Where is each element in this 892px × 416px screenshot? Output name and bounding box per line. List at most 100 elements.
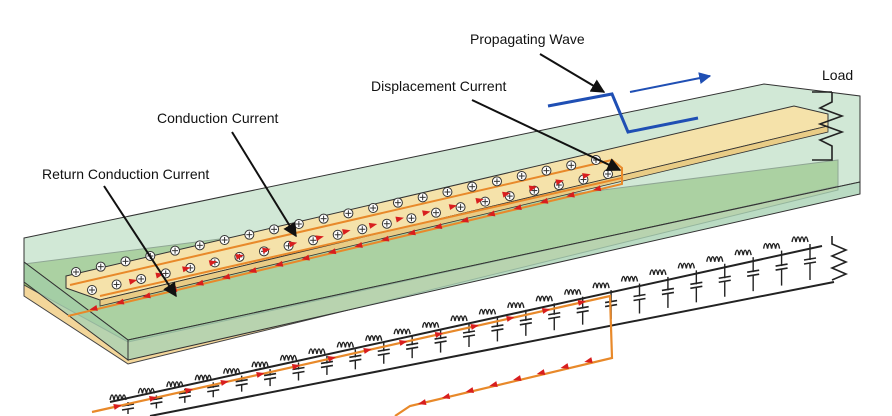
- circuit-current-arrow-icon: [577, 299, 587, 306]
- capacitor-icon: [548, 311, 561, 316]
- inductor-icon: [222, 367, 241, 374]
- inductor-icon: [677, 262, 696, 269]
- inductor-icon: [251, 361, 269, 368]
- ladder-cell: [450, 315, 476, 347]
- ladder-cell: [762, 242, 788, 286]
- label-load: Load: [822, 67, 853, 83]
- positive-charge-icon: [480, 196, 491, 207]
- capacitor-icon: [406, 342, 419, 346]
- dielectric-right-face: [127, 181, 861, 361]
- ladder-cell: [677, 262, 703, 303]
- current-arrow-icon: [582, 173, 591, 179]
- positive-charge-icon: [269, 224, 280, 235]
- inductor-icon: [421, 321, 440, 328]
- ladder-cells: [109, 236, 817, 414]
- positive-charge-icon: [293, 219, 304, 229]
- current-arrow-icon: [262, 247, 271, 254]
- ladder-cell: [308, 348, 334, 375]
- ladder-cell: [706, 256, 731, 297]
- current-arrow-icon: [502, 191, 511, 198]
- inductor-icon: [336, 341, 355, 348]
- label-propagating-wave: Propagating Wave: [470, 31, 585, 47]
- inductor-icon: [365, 335, 383, 341]
- current-arrow-icon: [475, 197, 484, 204]
- current-arrow-icon: [448, 204, 458, 211]
- conduction-current-path: [69, 158, 623, 297]
- current-arrow-icon: [460, 216, 469, 223]
- circuit-current-arrow-icon: [506, 315, 515, 322]
- capacitor-icon: [491, 324, 504, 328]
- current-arrow-icon: [248, 267, 257, 274]
- current-arrow-icon: [128, 278, 138, 285]
- capacitor-icon: [519, 318, 532, 322]
- current-arrows: [89, 173, 602, 311]
- positive-charge-icon: [308, 235, 319, 246]
- capacitor-icon: [747, 269, 760, 273]
- circuit-current-arrow-icon: [327, 355, 337, 362]
- current-arrow-icon: [407, 229, 416, 236]
- circuit-return-arrow-icon: [536, 369, 546, 375]
- capacitor-icon: [178, 391, 191, 395]
- ladder-cell: [478, 308, 504, 342]
- current-arrow-icon: [433, 223, 443, 229]
- inductor-icon: [393, 328, 411, 335]
- ladder-cell: [222, 367, 248, 392]
- circuit-current-arrow-icon: [291, 363, 301, 370]
- capacitor-icon: [207, 384, 220, 389]
- current-arrow-icon: [592, 185, 602, 192]
- annotations: Propagating Wave Displacement Current Co…: [42, 31, 853, 298]
- positive-charge-icon: [170, 245, 181, 256]
- positive-charge-icon: [467, 181, 478, 192]
- inductor-icon: [762, 242, 781, 249]
- positive-charge-icon: [343, 208, 354, 219]
- circuit-return-arrow-icon: [465, 387, 474, 393]
- current-arrow-icon: [368, 222, 378, 229]
- inductor-icon: [478, 308, 497, 315]
- capacitor-icon: [320, 360, 334, 365]
- circuit-return-arrow-icon: [512, 375, 522, 381]
- positive-charge-icon: [392, 197, 403, 208]
- circuit-return-arrow-icon: [441, 393, 451, 399]
- circuit-return-arrow-icon: [584, 357, 593, 363]
- inductor-icon: [137, 387, 156, 394]
- positive-charge-icon: [332, 229, 343, 240]
- inductor-icon: [166, 381, 184, 387]
- current-arrow-icon: [115, 298, 125, 305]
- positive-charge-icon: [244, 229, 255, 240]
- circuit-current-arrow-icon: [256, 371, 265, 378]
- current-arrow-icon: [195, 279, 204, 286]
- capacitor-icon: [462, 330, 476, 334]
- inductor-icon: [194, 374, 212, 381]
- current-arrow-icon: [235, 253, 244, 260]
- current-arrow-icon: [513, 204, 522, 211]
- capacitor-icon: [235, 378, 248, 383]
- current-arrow-icon: [486, 210, 496, 217]
- current-arrow-icon: [208, 260, 218, 267]
- capacitor-icon: [775, 263, 788, 267]
- positive-charge-icon: [541, 165, 552, 176]
- positive-charge-icon: [442, 187, 453, 197]
- circuit-current-arrow-icon: [220, 379, 229, 386]
- positive-charge-icon: [566, 160, 577, 171]
- positive-charge-icon: [136, 273, 147, 284]
- positive-charge-icon: [318, 213, 329, 224]
- positive-charge-icon: [120, 256, 131, 267]
- wave-step: [547, 92, 699, 134]
- leader-conduction-current: [231, 131, 297, 238]
- capacitor-icon: [803, 257, 817, 261]
- ladder-cell: [563, 288, 589, 325]
- ladder-cell: [507, 302, 532, 336]
- circuit-current-arrow-icon: [398, 339, 408, 346]
- inductor-icon: [791, 236, 809, 243]
- circuit-current-arrow-icon: [184, 387, 194, 394]
- positive-charge-icon: [357, 224, 368, 235]
- ladder-cell: [535, 295, 561, 331]
- ladder-cell: [365, 335, 390, 364]
- inductor-icon: [308, 348, 326, 355]
- circuit-current-arrows: [113, 299, 593, 410]
- current-arrow-icon: [182, 266, 191, 273]
- capacitor-icon: [349, 354, 362, 359]
- capacitor-icon: [377, 348, 390, 353]
- positive-charge-icon: [417, 192, 428, 203]
